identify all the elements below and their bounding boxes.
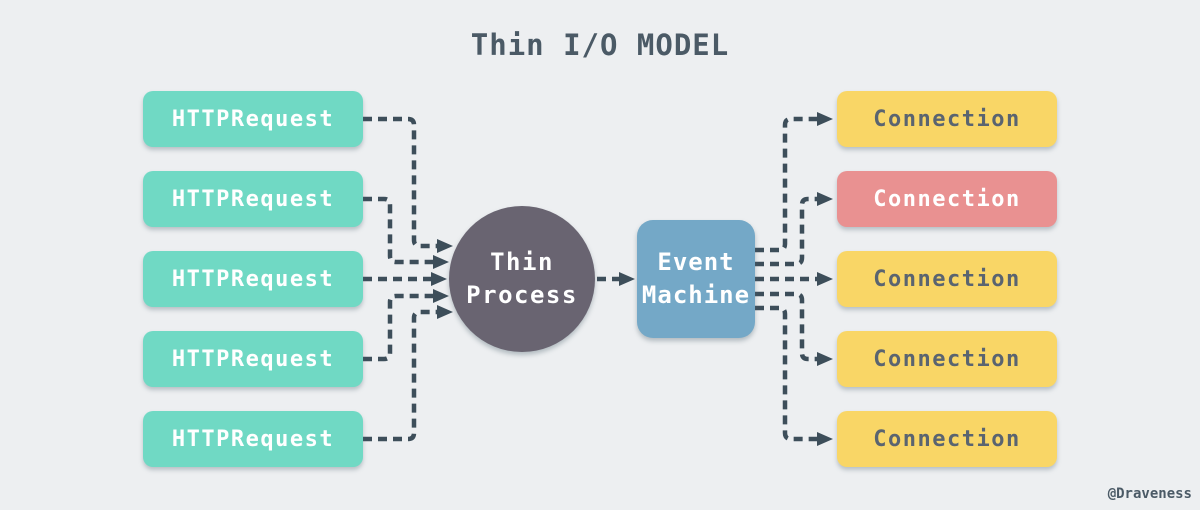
thin-process-node: Thin Process [449,206,595,352]
arrow-request5-to-process [363,305,453,442]
arrow-eventmachine-to-connection4 [755,291,833,366]
diagram-title: Thin I/O MODEL [470,28,730,62]
httprequest-node-1: HTTPRequest [143,91,363,147]
event-machine-label-line1: Event [657,248,735,276]
arrow-eventmachine-to-connection1 [755,112,833,253]
connection-node-5: Connection [837,411,1057,467]
arrow-eventmachine-to-connection5 [755,305,833,446]
arrow-eventmachine-to-connection2 [755,192,833,267]
httprequest-node-2: HTTPRequest [143,171,363,227]
httprequest-node-4: HTTPRequest [143,331,363,387]
thin-process-label-line2: Process [466,281,578,309]
connection-node-1: Connection [837,91,1057,147]
thin-process-label-line1: Thin [490,248,554,276]
connection-node-2: Connection [837,171,1057,227]
arrow-request2-to-process [363,196,449,269]
event-machine-node: Event Machine [637,220,755,338]
arrow-request1-to-process [363,116,453,253]
connection-node-3: Connection [837,251,1057,307]
watermark: @Draveness [1107,486,1192,502]
httprequest-node-3: HTTPRequest [143,251,363,307]
connection-node-4: Connection [837,331,1057,387]
arrow-request4-to-process [363,289,449,362]
event-machine-label-line2: Machine [641,281,751,309]
httprequest-node-5: HTTPRequest [143,411,363,467]
